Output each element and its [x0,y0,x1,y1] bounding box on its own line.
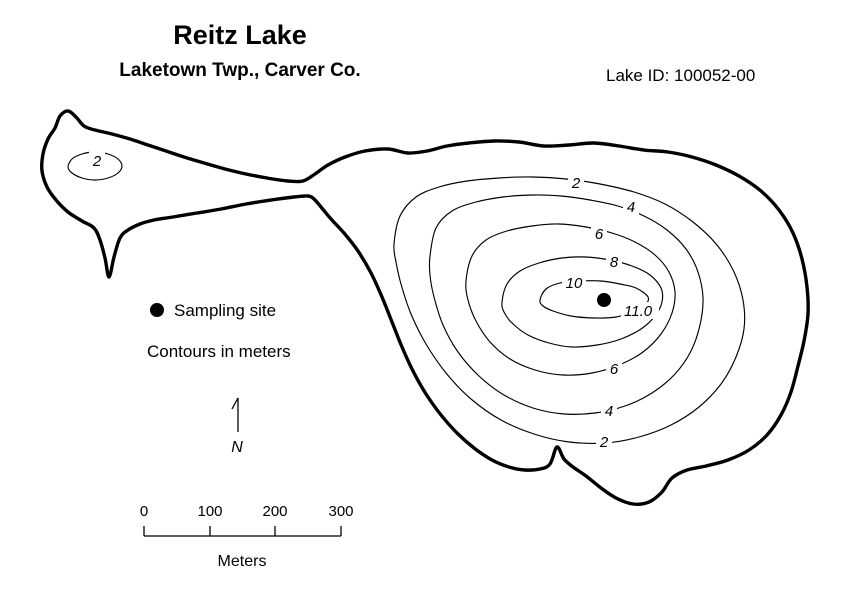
max-depth-label: 11.0 [621,302,659,320]
svg-text:11.0: 11.0 [624,303,653,320]
label-halo [591,225,607,242]
svg-text:4: 4 [605,403,613,420]
label-halo [89,151,105,168]
svg-text:2: 2 [599,434,609,451]
contour-label-south-2: 2 [596,433,612,451]
lake-id-label: Lake ID: 100052-00 [606,66,755,85]
svg-text:10: 10 [566,275,583,292]
svg-text:2: 2 [92,153,102,170]
svg-text:4: 4 [627,199,635,216]
contour-label-north-6: 6 [591,225,607,243]
contour-label-south-4: 4 [601,402,617,420]
scale-unit-label: Meters [218,553,267,570]
svg-text:6: 6 [610,361,619,378]
legend-sampling-site-label: Sampling site [174,301,276,320]
sampling-site-marker [597,293,611,307]
west-lobe-contour-2m [67,151,123,181]
label-halo [623,198,639,215]
contour-label-10: 10 [562,274,586,292]
scale-tick-0: 0 [140,503,148,520]
legend-contours-label: Contours in meters [147,342,291,361]
scale-tick-300: 300 [328,503,353,520]
label-halo [606,360,622,377]
label-halo [621,302,659,319]
label-halo [606,253,622,270]
svg-text:8: 8 [610,254,619,271]
contour-label-south-6: 6 [606,360,622,378]
contour-2m [393,176,746,445]
scale-tick-200: 200 [262,503,287,520]
contour-8m [501,256,664,348]
contour-label-8: 8 [606,253,622,271]
page-title: Reitz Lake [173,20,307,50]
north-arrow-label: N [231,439,243,456]
contour-label-west-2: 2 [89,151,105,170]
page-subtitle: Laketown Twp., Carver Co. [119,60,360,81]
contour-label-north-2: 2 [568,174,584,192]
contour-4m [428,194,704,415]
north-arrow-icon [231,397,239,432]
scale-bar-line [143,526,342,537]
legend-sampling-site-icon [150,303,164,317]
label-halo [568,174,584,191]
label-halo [601,402,617,419]
scale-tick-100: 100 [197,503,222,520]
scale-bar: 0 100 200 300 Meters [140,503,354,570]
svg-text:6: 6 [595,226,604,243]
svg-text:2: 2 [571,175,581,192]
label-halo [562,274,586,291]
label-halo [596,433,612,450]
contour-6m [465,223,676,376]
contour-label-north-4: 4 [623,198,639,216]
